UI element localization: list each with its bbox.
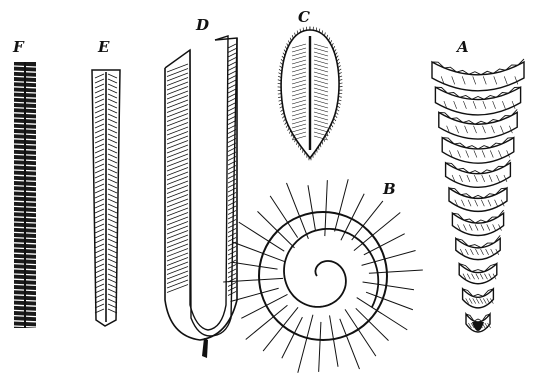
spiral-cone-drawing [432, 59, 524, 332]
narrow-blade-drawing [92, 70, 120, 326]
figure-f: F [12, 38, 36, 328]
oval-leaf-drawing [278, 27, 343, 161]
figure-c: C [278, 8, 343, 160]
figure-label-b: B [382, 180, 396, 198]
figure-a: A [432, 38, 524, 332]
segmented-stalk-drawing [14, 62, 36, 328]
figure-b: B [223, 179, 423, 373]
u-shaped-sheath-drawing [165, 36, 237, 358]
figure-label-e: E [97, 38, 110, 56]
figure-e: E [92, 38, 120, 326]
figure-d: D [165, 16, 237, 358]
figure-label-c: C [298, 8, 310, 26]
figure-label-d: D [195, 16, 209, 34]
spiral-with-rays-drawing [223, 179, 423, 373]
figure-label-a: A [455, 38, 469, 56]
figure-label-f: F [12, 38, 25, 56]
